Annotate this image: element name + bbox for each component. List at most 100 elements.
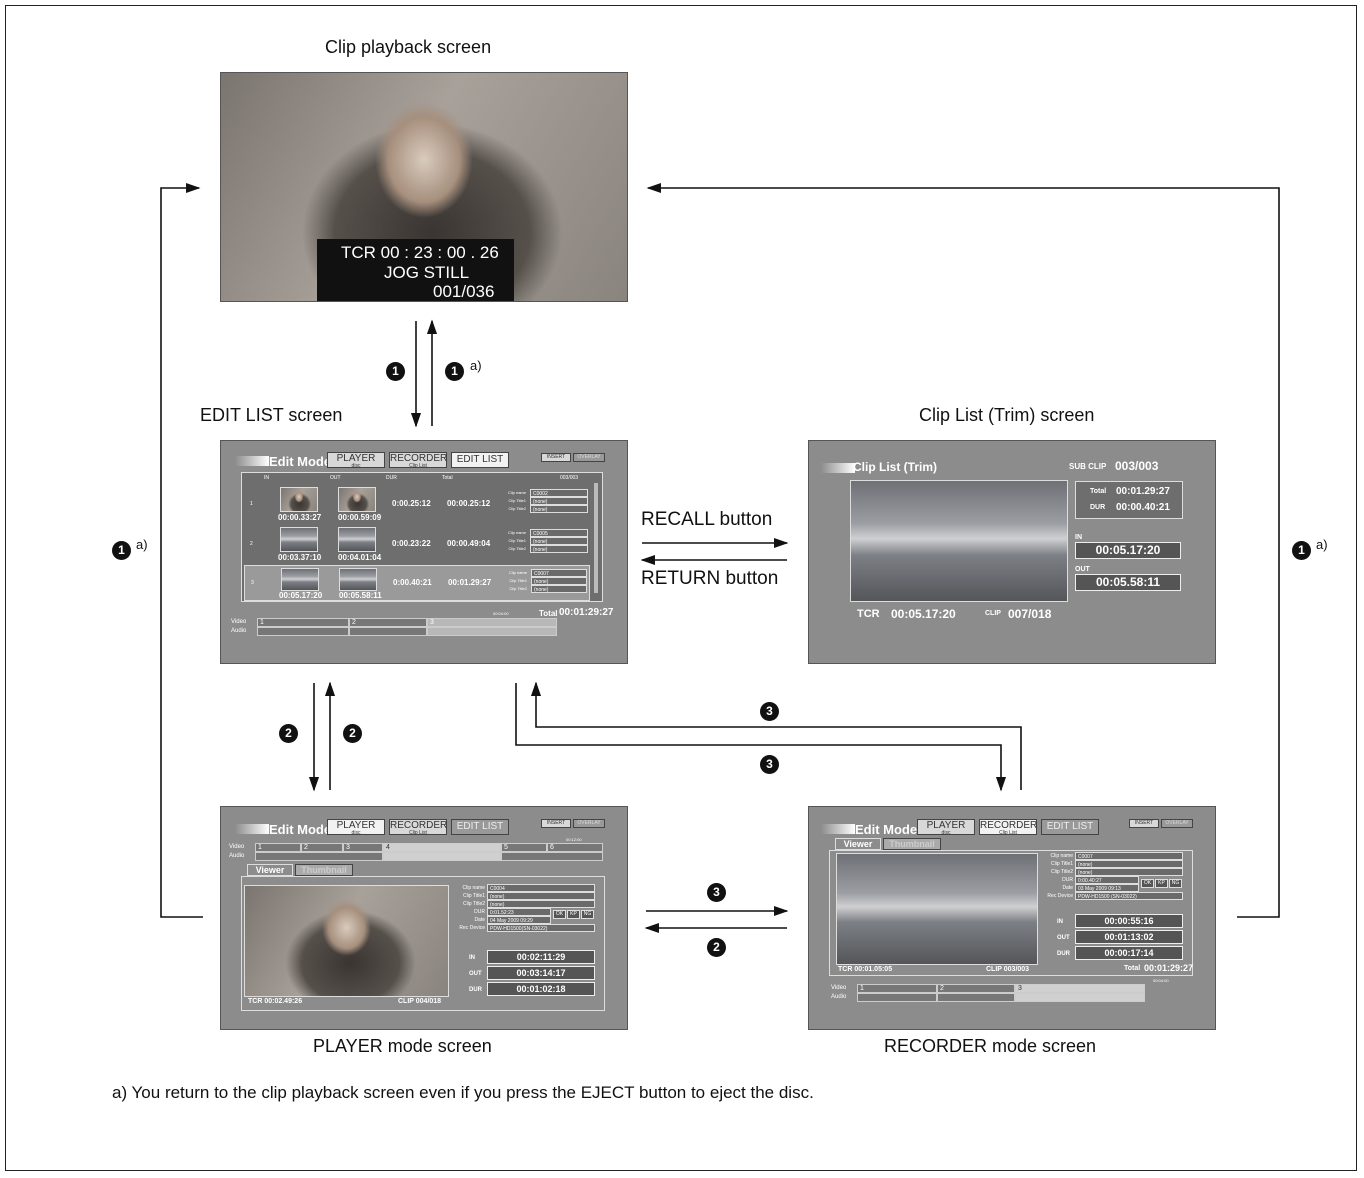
diagram-frame [5,5,1357,1171]
step-2-marker: 2 [279,724,298,743]
caption-clip-playback: Clip playback screen [325,37,492,57]
overlay-button[interactable]: OVERLAY [1161,819,1193,828]
clip-title1-label: Clip Title1 [508,498,526,503]
mode-gradient [821,463,855,473]
clip-name-label: Clip name [462,885,485,891]
audio-segment[interactable] [501,852,603,861]
total-value: 00:01:29:27 [559,607,614,618]
video-segment[interactable]: 6 [547,843,603,852]
video-track-label: Video [229,844,245,850]
insert-button[interactable]: INSERT [1129,819,1159,828]
kp-button[interactable]: KP [1155,879,1168,888]
row-out: 00:00.59:09 [338,513,382,522]
total-dur-box: Total 00:01.29:27 DUR 00:00.40:21 [1075,481,1183,519]
table-row[interactable]: 2 00:03.37:10 00:04.01:04 0:00.23:22 00:… [244,525,590,563]
date-value: 03 May 2009 09:13 [1075,884,1139,892]
video-track-label: Video [231,619,247,625]
arrow-player-to-playback [160,182,203,918]
ng-button[interactable]: NG [1169,879,1182,888]
video-segment[interactable]: 3 [427,618,557,627]
video-segment[interactable]: 5 [501,843,547,852]
tab-thumbnail[interactable]: Thumbnail [883,838,941,850]
video-segment[interactable]: 2 [349,618,427,627]
total-value: 00:01:29:27 [1144,963,1194,973]
table-row-selected[interactable]: 3 00:05.17:20 00:05.58:11 0:00.40:21 00:… [244,565,590,601]
overlay-button[interactable]: OVERLAY [573,453,605,462]
ok-button[interactable]: OK [1141,879,1154,888]
out-timecode[interactable]: 00:01:13:02 [1075,930,1183,944]
page-indicator: 003/003 [560,475,579,481]
row-in: 00:03.37:10 [278,553,322,562]
audio-segment[interactable] [857,993,937,1002]
clip-title1-label: Clip Title1 [509,578,527,583]
insert-button[interactable]: INSERT [541,453,571,462]
rec-device-value: PDW-HD1500(SN-03022) [487,924,595,932]
audio-segment[interactable] [349,627,427,636]
clip-name-value: C0007 [531,569,587,577]
in-timecode[interactable]: 00:05.17:20 [1075,542,1181,559]
tab-viewer[interactable]: Viewer [835,838,881,850]
out-timecode[interactable]: 00:05.58:11 [1075,574,1181,591]
clip-title2-label: Clip Title2 [463,901,485,907]
clip-title2-label: Clip Title2 [508,546,526,551]
col-total: Total [442,475,453,481]
video-segment[interactable]: 3 [343,843,383,852]
tab-edit-list[interactable]: EDIT LIST [451,452,509,468]
audio-segment[interactable] [937,993,1015,1002]
clip-title2-label: Clip Title2 [1051,869,1073,875]
scrollbar[interactable] [594,483,598,593]
video-segment[interactable]: 3 [1015,984,1145,993]
in-timecode[interactable]: 00:02:11:29 [487,950,595,964]
video-segment[interactable]: 1 [257,618,349,627]
tab-thumbnail[interactable]: Thumbnail [295,864,353,876]
clip-title2-value: (none) [530,505,588,513]
tab-edit-list[interactable]: EDIT LIST [451,819,509,835]
dur-label: DUR [469,987,482,993]
caption-player-mode: PLAYER mode screen [313,1036,492,1056]
clip-name-label: Clip name [508,570,527,575]
step-2-marker: 2 [343,724,362,743]
tab-edit-list[interactable]: EDIT LIST [1041,819,1099,835]
table-row[interactable]: 1 00:00.33:27 00:00.59:09 0:00.25:12 00:… [244,485,590,523]
ng-button[interactable]: NG [581,910,594,919]
kp-button[interactable]: KP [567,910,580,919]
insert-button[interactable]: INSERT [541,819,571,828]
video-segment[interactable]: 2 [937,984,1015,993]
out-timecode[interactable]: 00:03:14:17 [487,966,595,980]
thumbnail-out [338,527,376,552]
audio-segment[interactable] [257,627,349,636]
tab-viewer[interactable]: Viewer [247,864,293,876]
edit-mode-title: Edit Mode [269,822,332,837]
video-segment[interactable]: 2 [301,843,343,852]
clip-name-value: C0007 [1075,852,1183,860]
dur-value: 0:00.40:27 [1075,876,1139,884]
player-viewer-image [244,885,449,997]
video-segment[interactable]: 1 [255,843,301,852]
ok-button[interactable]: OK [553,910,566,919]
overlay-button[interactable]: OVERLAY [573,819,605,828]
audio-segment[interactable] [255,852,383,861]
audio-segment[interactable] [1015,993,1145,1002]
out-label: OUT [1075,566,1090,573]
out-label: OUT [469,971,482,977]
col-dur: DUR [386,475,397,481]
audio-segment[interactable] [427,627,557,636]
footnote: a) You return to the clip playback scree… [112,1083,814,1102]
clip-title2-label: Clip Title2 [509,586,527,591]
total-label: Total [539,609,558,618]
thumbnail-in [280,487,318,512]
in-timecode[interactable]: 00:00:55:16 [1075,914,1183,928]
thumbnail-out [338,487,376,512]
video-segment[interactable]: 4 [383,843,501,852]
video-segment[interactable]: 1 [857,984,937,993]
audio-segment[interactable] [383,852,501,861]
